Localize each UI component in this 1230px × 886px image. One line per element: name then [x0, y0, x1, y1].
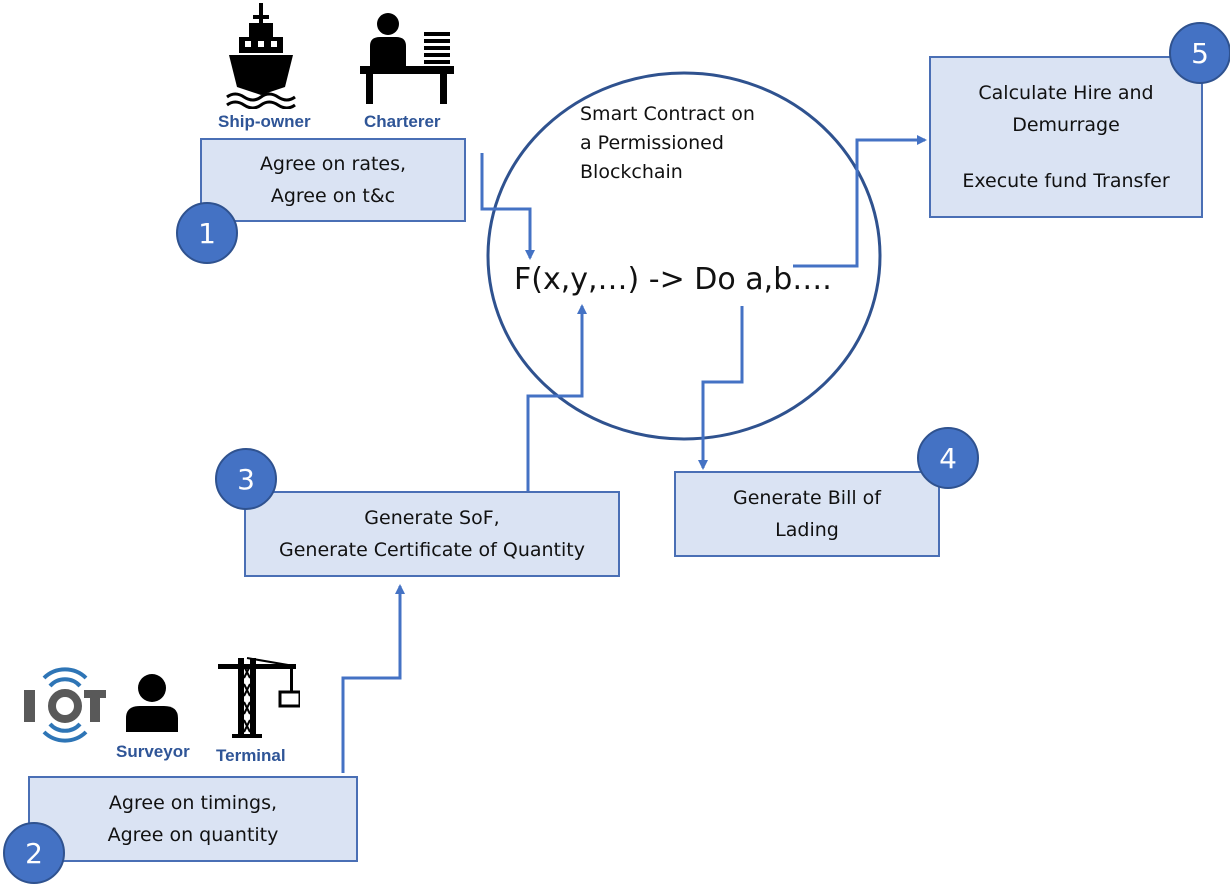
contract-title: Smart Contract on a Permissioned Blockch… [580, 103, 755, 183]
step-4-box: Generate Bill of Lading [674, 471, 940, 557]
arrow-contract-to-step5 [793, 135, 927, 268]
contract-formula: F(x,y,…) -> Do a,b…. [514, 262, 832, 297]
step-5-box: Calculate Hire and Demurrage Execute fun… [929, 56, 1203, 218]
charterer-label: Charterer [364, 112, 441, 131]
ship-owner-label: Ship-owner [218, 112, 311, 131]
step-2-box: Agree on timings, Agree on quantity [28, 776, 358, 862]
arrow-step2-to-step3 [341, 584, 405, 773]
terminal-label: Terminal [216, 746, 286, 765]
arrow-step1-to-contract [480, 153, 535, 260]
smart-contract-circle [486, 71, 882, 441]
step-3-box: Generate SoF, Generate Certificate of Qu… [244, 491, 620, 577]
step-4-badge: 4 [917, 427, 979, 489]
step-5-badge: 5 [1169, 22, 1230, 84]
charterer-desk-icon [360, 13, 454, 104]
surveyor-label: Surveyor [116, 742, 190, 761]
terminal-crane-icon [218, 657, 300, 738]
ship-icon [226, 3, 296, 109]
arrow-contract-to-step4 [698, 306, 744, 470]
step-2-badge: 2 [3, 822, 65, 884]
step-3-badge: 3 [215, 448, 277, 510]
surveyor-person-icon [126, 674, 178, 732]
iot-icon [24, 667, 106, 743]
step-1-badge: 1 [176, 202, 238, 264]
arrow-step3-to-contract [526, 304, 587, 492]
step-1-box: Agree on rates, Agree on t&c [200, 138, 466, 222]
